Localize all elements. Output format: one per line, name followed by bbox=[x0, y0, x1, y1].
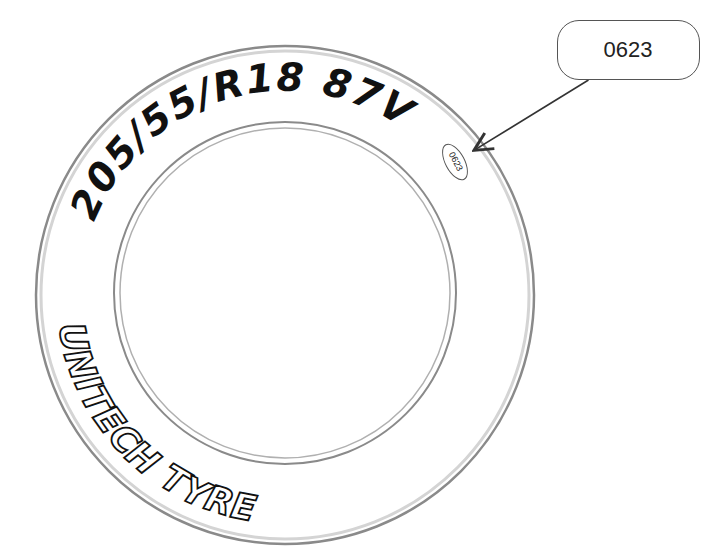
date-code: 0623 bbox=[604, 38, 653, 62]
tyre-outer-edge bbox=[36, 46, 534, 544]
leader-arrow bbox=[474, 80, 589, 150]
tyre-bead bbox=[114, 122, 456, 464]
tyre-shoulder bbox=[41, 51, 529, 539]
date-code-oval: 0623 bbox=[437, 140, 473, 185]
date-code: 0623 bbox=[446, 151, 464, 173]
wheel-rim bbox=[120, 128, 450, 458]
callout-box: 0623 bbox=[557, 20, 700, 80]
